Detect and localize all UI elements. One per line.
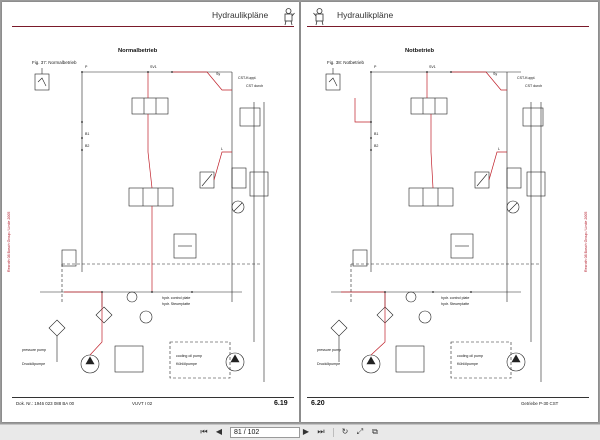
- page-right: Hydraulikpläne Fig. 38: Notbetrieb Notbe…: [301, 2, 598, 422]
- label-steuerplatte: hydr. Steuerplatte: [162, 302, 191, 306]
- label-b1: B1: [85, 132, 90, 136]
- label-cst-kuppl: CST-Kuppl.: [517, 76, 536, 80]
- label-steuerplatte: hydr. Steuerplatte: [441, 302, 470, 306]
- label-sy: Sy: [216, 72, 221, 76]
- label-cst-kuppl: CST-Kuppl.: [238, 76, 257, 80]
- label-kuehloel: Kühlölpumpe: [457, 362, 478, 366]
- circuit-title: Notbetrieb: [405, 48, 434, 54]
- header-rule: [12, 26, 294, 27]
- label-b1: B1: [374, 132, 379, 136]
- last-page-button[interactable]: ⏭: [317, 427, 325, 436]
- label-sv1: SV1: [429, 65, 436, 69]
- label-p: P: [85, 65, 88, 69]
- label-cst-durch: CST durch: [525, 84, 543, 88]
- document-viewer[interactable]: Hydraulikpläne Fig. 37: Normalbetrieb No…: [0, 0, 600, 424]
- mascot-logo: [313, 8, 324, 26]
- viewer-toolbar: ⏮ ◀ 81 / 102 ▶ ⏭ ↻ ⤢ ⧉: [0, 424, 600, 440]
- label-kuehloel: Kühlölpumpe: [176, 362, 197, 366]
- label-cooling-pump: cooling oil pump: [457, 354, 483, 358]
- header-rule: [307, 26, 589, 27]
- footer-version: VUVT I 02: [132, 401, 153, 406]
- mascot-logo: [284, 8, 295, 26]
- label-pressure-pump: pressure pump: [317, 348, 341, 352]
- footer-rule: [12, 397, 294, 398]
- figure-caption: Fig. 37: Normalbetrieb: [32, 60, 77, 65]
- label-l: L: [498, 147, 500, 151]
- label-pressure-pump: pressure pump: [22, 348, 46, 352]
- toolbar-separator: [333, 428, 334, 437]
- fit-page-button[interactable]: ⤢: [356, 427, 364, 436]
- label-druckpumpe: Druckölpumpe: [22, 362, 46, 366]
- next-page-button[interactable]: ▶: [302, 427, 310, 436]
- rotate-button[interactable]: ↻: [341, 427, 349, 436]
- page-number: 6.19: [274, 400, 288, 407]
- label-b2: B2: [85, 144, 90, 148]
- label-sy: Sy: [493, 72, 498, 76]
- first-page-button[interactable]: ⏮: [200, 427, 208, 436]
- header-title: Hydraulikpläne: [337, 10, 394, 20]
- header-title: Hydraulikpläne: [212, 10, 269, 20]
- previous-page-button[interactable]: ◀: [215, 427, 223, 436]
- label-control-plate: hydr. control plate: [441, 296, 470, 300]
- label-cst-durch: CST durch: [246, 84, 264, 88]
- label-cooling-pump: cooling oil pump: [176, 354, 202, 358]
- page-number-field[interactable]: 81 / 102: [230, 427, 300, 438]
- figure-caption: Fig. 38: Notbetrieb: [327, 60, 365, 65]
- page-left: Hydraulikpläne Fig. 37: Normalbetrieb No…: [2, 2, 299, 422]
- footer-product: Getriebe P-30 CST: [521, 401, 559, 406]
- label-druckpumpe: Druckölpumpe: [317, 362, 341, 366]
- label-p: P: [374, 65, 377, 69]
- footer-doc-number: Dok. Nr.: 1946 023 088 BA 00: [16, 401, 75, 406]
- label-b2: B2: [374, 144, 379, 148]
- hydraulic-schematic: [34, 68, 269, 382]
- page-number: 6.20: [311, 400, 325, 407]
- circuit-title: Normalbetrieb: [118, 48, 158, 54]
- footer-rule: [307, 397, 589, 398]
- hydraulic-schematic: [325, 68, 546, 382]
- zoom-button[interactable]: ⧉: [372, 427, 378, 436]
- label-l: L: [221, 147, 223, 151]
- label-control-plate: hydr. control plate: [162, 296, 191, 300]
- label-sv1: SV1: [150, 65, 157, 69]
